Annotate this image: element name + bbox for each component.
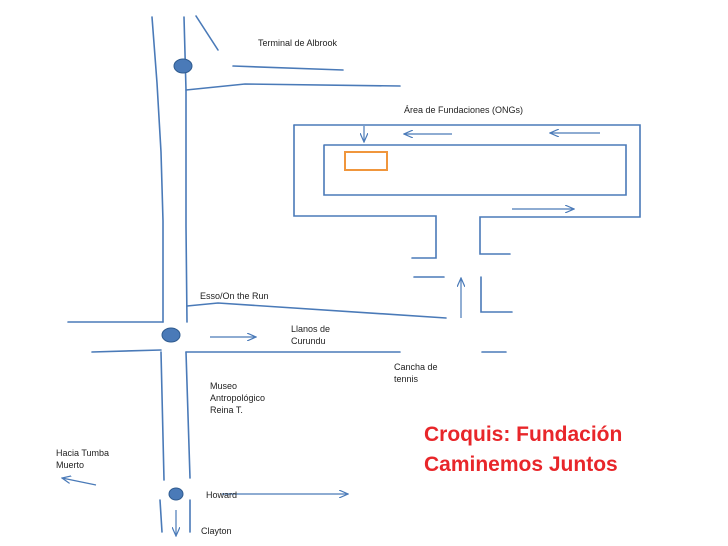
albrook-road-top: [232, 65, 344, 71]
map-title: Croquis: Fundación Caminemos Juntos: [424, 420, 622, 480]
albrook-diagonal-road: [195, 15, 219, 51]
foundation-loop-outer: [293, 124, 437, 259]
map-title-line2: Caminemos Juntos: [424, 453, 618, 476]
label-terminal: Terminal de Albrook: [258, 38, 338, 48]
label-llanos: Llanos de Curundu: [291, 324, 331, 346]
label-cancha: Cancha de tennis: [394, 362, 438, 384]
label-clayton: Clayton: [201, 526, 232, 536]
albrook-intersection-marker: [173, 58, 193, 74]
south-road-west-edge: [160, 351, 165, 481]
label-tumba: Hacia Tumba Muerto: [56, 448, 110, 470]
foundation-loop-outer-east: [293, 124, 641, 255]
south-intersection-marker: [168, 487, 184, 501]
foundation-loop-inner: [323, 144, 627, 196]
arrow-to-tumba-muerto: [62, 478, 97, 486]
label-esso: Esso/On the Run: [200, 291, 269, 301]
main-road-west-edge: [151, 16, 164, 323]
east-west-road-south-west: [91, 349, 162, 353]
map-title-line1: Croquis: Fundación: [424, 423, 623, 446]
label-museo: Museo Antropológico Reina T.: [210, 381, 266, 415]
south-road-east-edge: [185, 351, 191, 479]
label-howard: Howard: [206, 490, 238, 500]
main-intersection-marker: [161, 327, 181, 343]
label-fundaciones: Área de Fundaciones (ONGs): [404, 105, 524, 115]
east-west-road-north-east: [186, 302, 447, 319]
foundation-exit-road-east: [480, 276, 513, 313]
destination-building: [344, 151, 388, 171]
albrook-road-bottom: [185, 83, 401, 91]
south-road-lower-west: [159, 499, 163, 533]
